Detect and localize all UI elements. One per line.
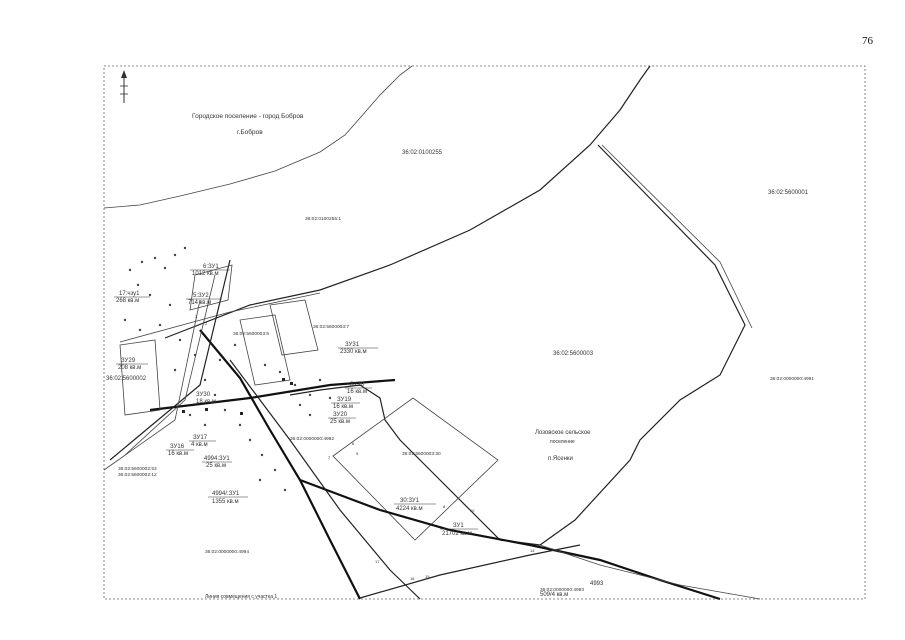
parcel-zu29	[119, 339, 161, 416]
parcel-labels: 6:ЗУ1 1012 кв.м 5:ЗУ2 714 кв.м 17:чзу1 2…	[116, 264, 604, 598]
parcel-label-area: 208 кв.м	[118, 365, 141, 371]
point-number: 2	[205, 321, 208, 326]
label-cad-mid-c: 36:02:0000000:4992	[290, 436, 334, 442]
parcel-label-id: 4993	[590, 581, 604, 587]
parcel-label-id: 6:ЗУ1	[203, 264, 219, 270]
left-boundary-2	[124, 274, 216, 456]
town-boundary	[103, 65, 413, 209]
label-cad-right: 36:02:5600001	[768, 190, 809, 196]
parcel-label-id: ЗУ17	[193, 435, 208, 441]
parcel-label-id: 4994:ЗУ1	[204, 456, 230, 462]
point-number: 5	[356, 451, 359, 456]
parcel-5600003-5	[239, 314, 291, 386]
page-number: 76	[862, 35, 873, 47]
parcel-label-area: 4 кв.м	[191, 442, 208, 448]
settlement-boundary-curve-inner	[119, 292, 321, 343]
parcel-label-area: 18 кв.м	[196, 399, 216, 405]
point-number: 6	[352, 441, 355, 446]
label-selsk-title2: поселение	[550, 439, 575, 445]
point-number: 3	[195, 314, 198, 319]
label-cad-center: 36:02:5600003	[553, 351, 594, 357]
left-boundary-1	[109, 259, 231, 461]
parcel-36-02-5600003-boundary-outer	[601, 144, 753, 329]
road-right	[539, 544, 761, 600]
parcel-label-id: ЗУ19	[337, 397, 352, 403]
label-cad-left: 36:02:5600002	[106, 376, 147, 382]
parcel-label-id: ЗУ31	[345, 342, 360, 348]
point-number: 8	[443, 504, 446, 509]
label-cad-bottom: 36:02:0000000:4994	[205, 549, 249, 555]
point-number: 14	[530, 548, 535, 553]
parcel-label-id: ЗУ20	[333, 412, 348, 418]
parcel-label-area: 16 кв.м	[347, 389, 367, 395]
settlement-dots	[123, 246, 332, 492]
label-cad-center-sub: 36:02:5600003:30	[402, 451, 441, 457]
parcel-label-underlines	[114, 269, 478, 530]
parcel-label-area: 4224 кв.м	[396, 506, 423, 512]
boundary-markers	[182, 378, 293, 415]
parcel-label-id: 4994/:ЗУ1	[212, 491, 240, 497]
point-number: 17	[375, 559, 380, 564]
parcel-label-id: ЗУ1	[453, 523, 464, 529]
label-gorod-town: г.Бобров	[237, 128, 263, 136]
road-lower	[299, 478, 721, 601]
label-cad-top: 36:02:0100255	[402, 150, 443, 156]
parcel-label-area: 509/4 кв.м	[540, 592, 568, 598]
label-cad-right-sub: 36:02:0000000:4991	[770, 376, 814, 382]
parcel-label-id: ЗУ29	[121, 358, 136, 364]
parcel-5600003-7	[269, 299, 319, 356]
label-cad-top-sub: 36:02:0100255:1	[305, 216, 341, 222]
parcel-label-area: 1355 кв.м	[212, 499, 239, 505]
parcel-label-area: 25 кв.м	[330, 419, 350, 425]
label-selsk-village: п.Ясенки	[548, 456, 573, 462]
parcel-label-id: 17:чзу1	[119, 291, 140, 297]
parcel-label-area: 268 кв.м	[116, 298, 139, 304]
road-diagonal-2	[229, 359, 421, 600]
parcel-label-id: ЗУ18	[350, 382, 365, 388]
label-legend-bottom: Линия совмещения с участка 1	[205, 594, 277, 600]
parcel-label-area: 25 кв.м	[206, 463, 226, 469]
label-cad-left-a: 36:02:5600002:53	[118, 466, 157, 472]
label-cad-mid-a: 36:02:5600003:7	[313, 324, 349, 330]
parcel-label-area: 1012 кв.м	[192, 271, 219, 277]
parcel-label-id: ЗУ16	[170, 444, 185, 450]
left-boundary-3	[103, 299, 201, 471]
label-gorod-title: Городское поселение - город Бобров	[192, 112, 304, 120]
parcel-label-area: 16 кв.м	[333, 404, 353, 410]
parcel-label-id: ЗУ30	[196, 392, 211, 398]
label-cad-left-b: 36:02:5600002:12	[118, 472, 157, 478]
point-number: 16	[410, 576, 415, 581]
parcel-label-area: 714 кв.м	[188, 300, 211, 306]
parcel-label-area: 21702 кв.м	[442, 531, 472, 537]
road-diagonal	[199, 329, 361, 600]
parcel-label-area: 2330 кв.м	[340, 349, 367, 355]
road-main	[149, 378, 396, 412]
parcel-label-id: 5:ЗУ2	[193, 293, 209, 299]
point-number: 10	[470, 508, 475, 513]
parcel-label-id: 30:ЗУ1	[400, 498, 420, 504]
label-cad-bottom-right: 36:02:0000000:4993	[540, 587, 584, 593]
point-number: 15	[425, 574, 430, 579]
point-number: 7	[328, 455, 331, 460]
label-cad-mid-b: 36:02:5600003:5	[233, 331, 269, 337]
parcel-label-area: 16 кв.м	[168, 451, 188, 457]
parcel-30-zu1	[332, 397, 499, 541]
settlement-boundary-curve	[164, 65, 651, 339]
label-selsk-title: Лозовское сельское	[535, 430, 591, 436]
map-frame	[103, 65, 866, 600]
north-arrow-icon	[120, 70, 128, 103]
parcel-6-zu1	[189, 264, 233, 311]
boundary-point-numbers: 6 7 8 10 14 16 15 17 2 3 5	[195, 314, 535, 581]
